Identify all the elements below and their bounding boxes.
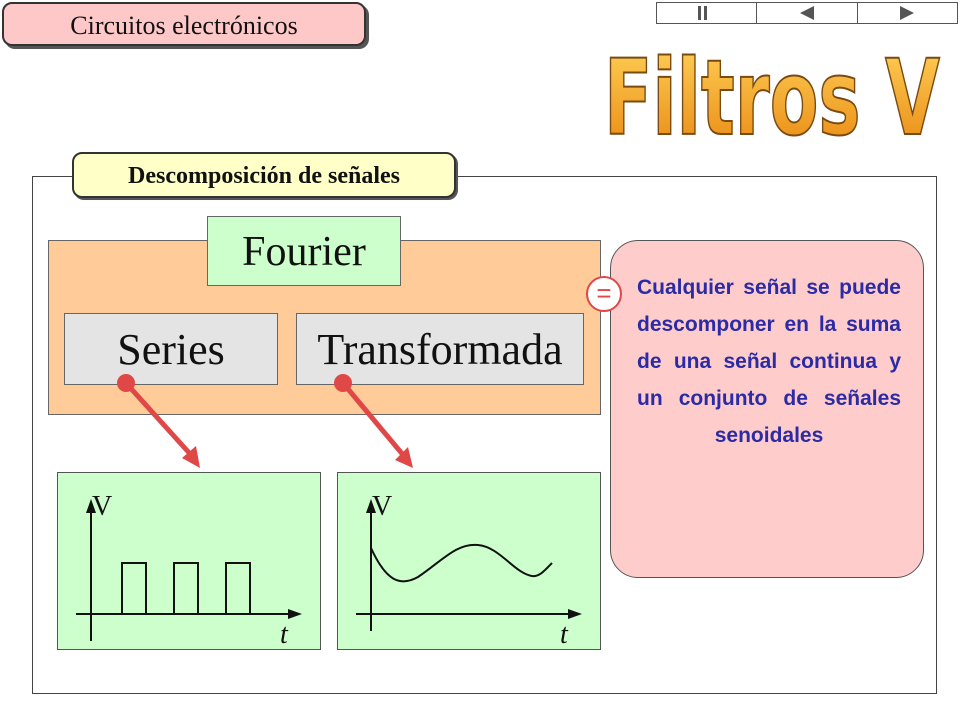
sine-signal [370,543,553,583]
slide-navigation [656,2,958,24]
y-axis-arrow [366,499,376,513]
y-axis-label: V [92,491,113,522]
triangle-right-icon [900,6,915,20]
info-box: Cualquier señal se puede descomponer en … [610,240,924,578]
square-wave-signal [91,562,276,615]
first-slide-button[interactable] [657,3,758,23]
square-wave-plot: V t [57,472,321,650]
course-title: Circuitos electrónicos [2,2,366,46]
triangle-left-icon [799,6,814,20]
transform-button[interactable]: Transformada [296,313,584,385]
x-axis-arrow [568,609,582,619]
series-button[interactable]: Series [64,313,278,385]
content-frame [32,176,937,694]
logo-text: Filtros V [604,37,940,148]
info-text: Cualquier señal se puede descomponer en … [637,276,901,447]
square-wave-graph [76,499,302,641]
x-axis-label: t [280,619,288,650]
section-title: Descomposición de señales [72,152,456,198]
x-axis-label: t [560,619,568,650]
skip-back-icon [697,6,707,20]
sine-wave-plot: V t [337,472,601,650]
equals-button[interactable]: = [586,276,622,312]
sine-wave-graph [356,499,582,631]
y-axis-label: V [372,491,393,522]
y-axis-arrow [86,499,96,513]
fourier-label: Fourier [207,216,401,286]
filtros-logo: Filtros V [603,36,941,148]
x-axis-arrow [288,609,302,619]
next-slide-button[interactable] [858,3,957,23]
previous-slide-button[interactable] [757,3,858,23]
